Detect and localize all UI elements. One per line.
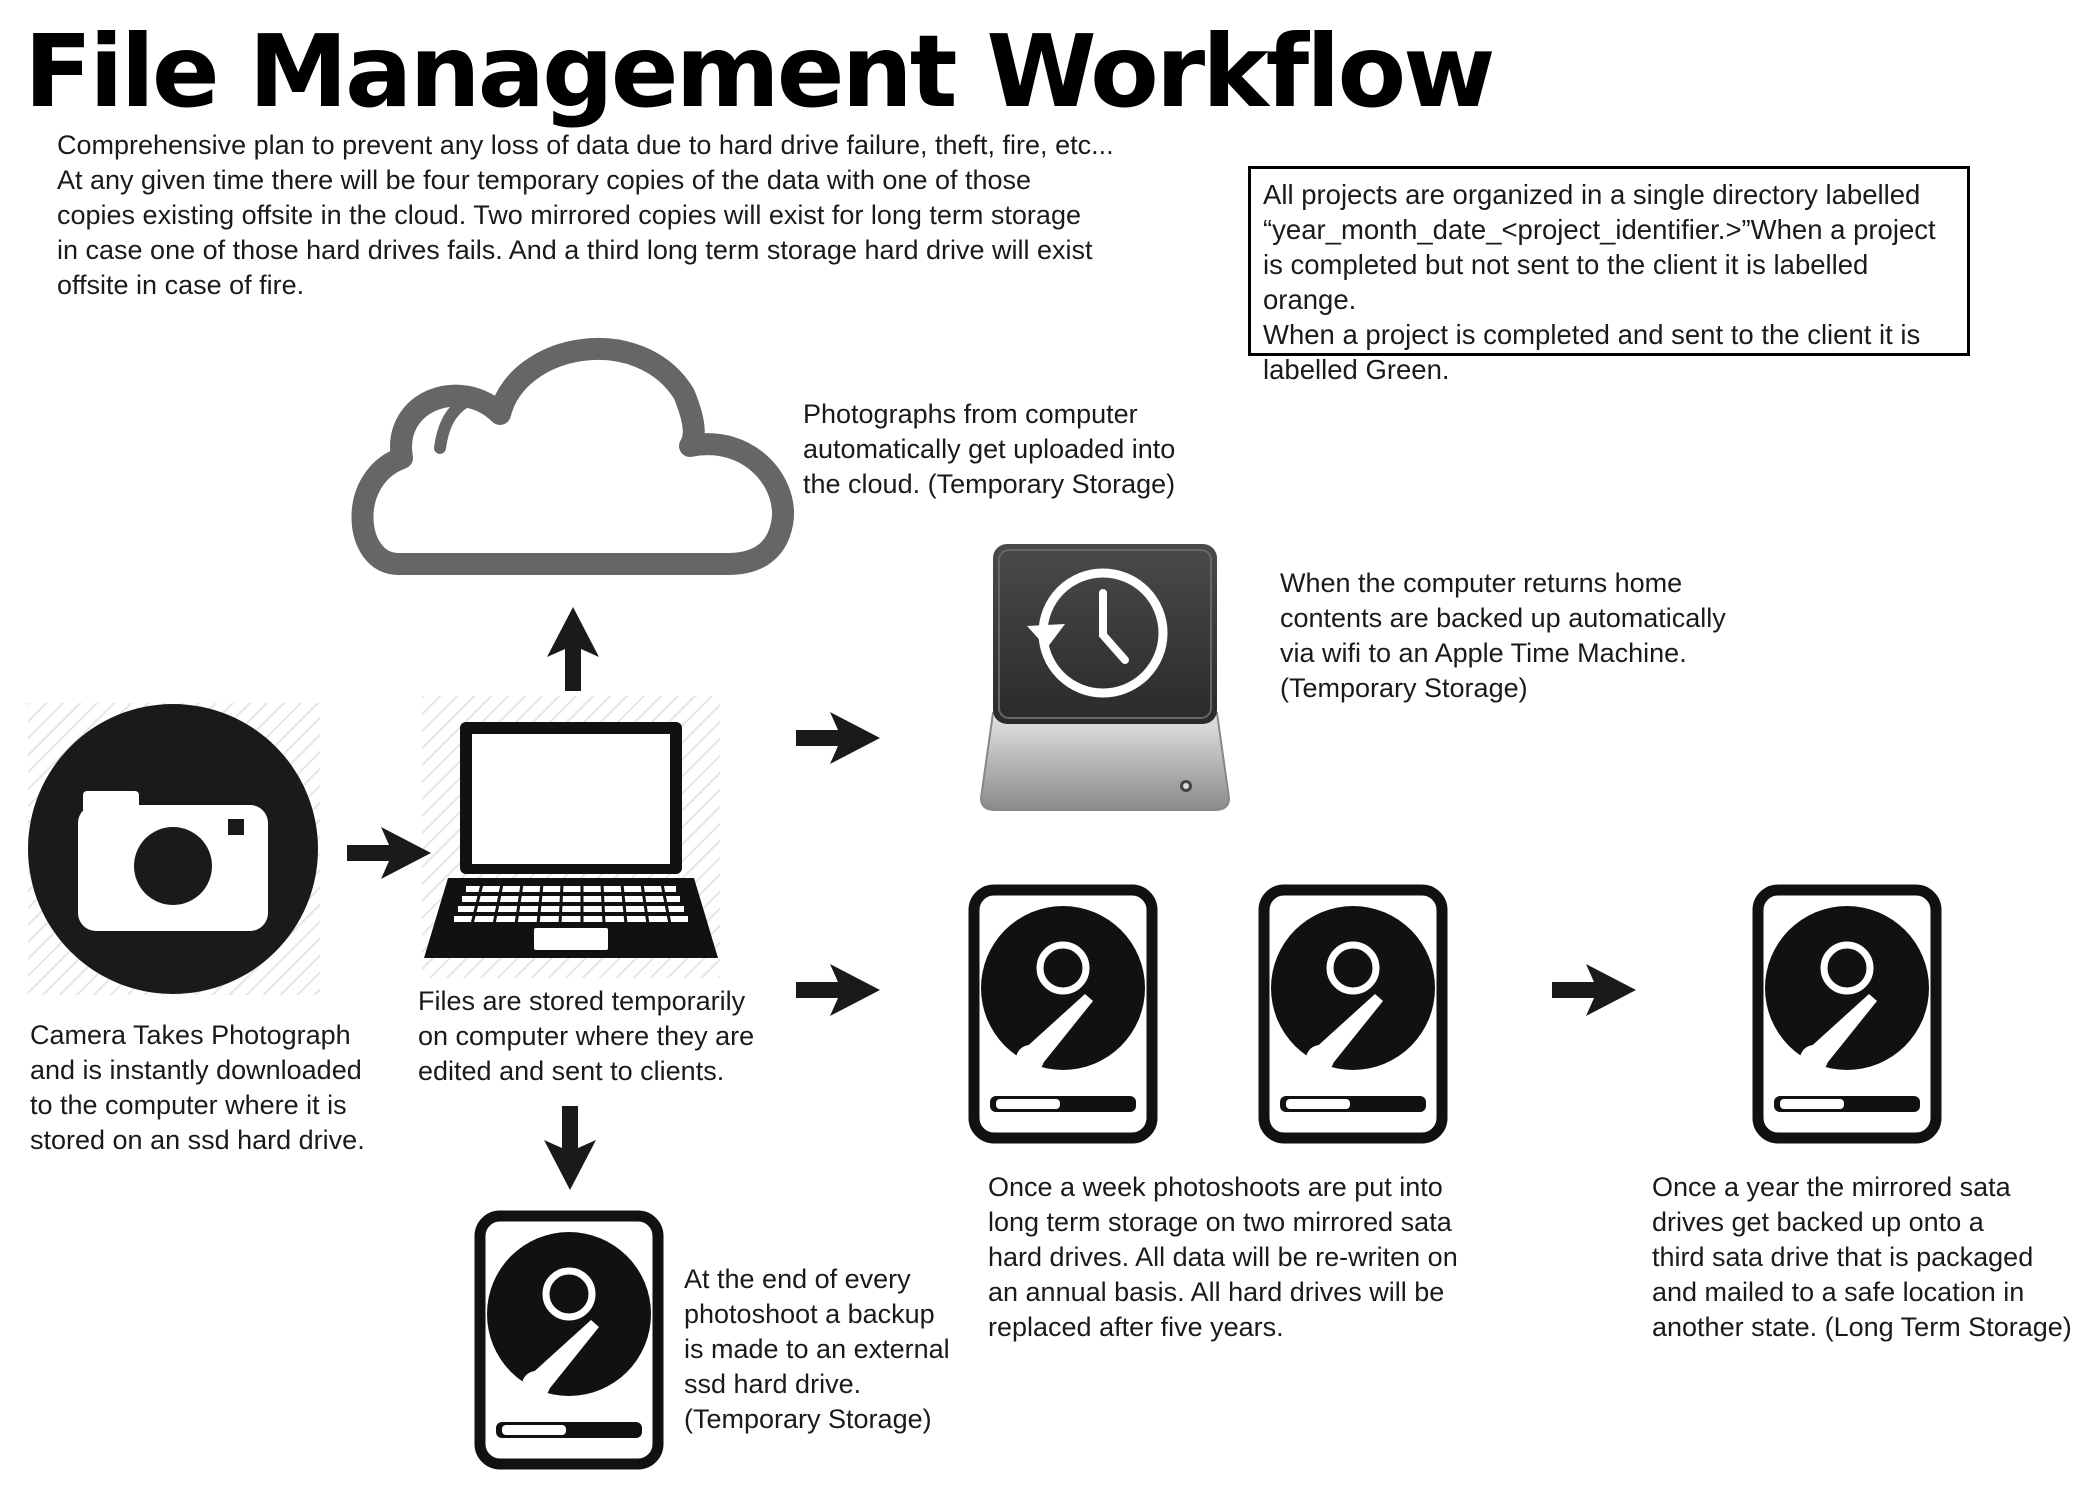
computer-node: [422, 696, 720, 978]
arrow-down-icon: [540, 1106, 600, 1194]
time-machine-caption: When the computer returns home contents …: [1280, 568, 1726, 703]
intro-text: Comprehensive plan to prevent any loss o…: [57, 130, 1114, 300]
cloud-icon: [351, 338, 794, 575]
naming-convention-note: All projects are organized in a single d…: [1248, 166, 1970, 385]
computer-caption: Files are stored temporarily on computer…: [418, 986, 755, 1086]
time-machine-icon: [979, 544, 1231, 811]
hard-drive-icon: [1258, 884, 1448, 1144]
page-title: File Management Workflow: [24, 13, 1496, 130]
camera-node: [28, 703, 320, 995]
mirrored-drives-caption: Once a week photoshoots are put into lon…: [988, 1172, 1458, 1342]
arrow-right-icon: [1552, 960, 1640, 1020]
arrow-right-icon: [796, 960, 884, 1020]
cloud-caption: Photographs from computer automatically …: [803, 399, 1176, 499]
arrow-right-icon: [796, 708, 884, 768]
offsite-drive-caption: Once a year the mirrored sata drives get…: [1652, 1172, 2072, 1342]
laptop-icon: [422, 696, 720, 978]
camera-icon: [28, 703, 320, 995]
hard-drive-icon: [968, 884, 1158, 1144]
cloud-node: [340, 328, 794, 575]
time-machine-node: [975, 538, 1235, 818]
arrow-up-icon: [543, 603, 603, 691]
hard-drive-icon: [1752, 884, 1942, 1144]
external-ssd-caption: At the end of every photoshoot a backup …: [684, 1264, 950, 1434]
camera-caption: Camera Takes Photograph and is instantly…: [30, 1020, 365, 1155]
arrow-right-icon: [347, 823, 435, 883]
hard-drive-icon: [474, 1210, 664, 1470]
